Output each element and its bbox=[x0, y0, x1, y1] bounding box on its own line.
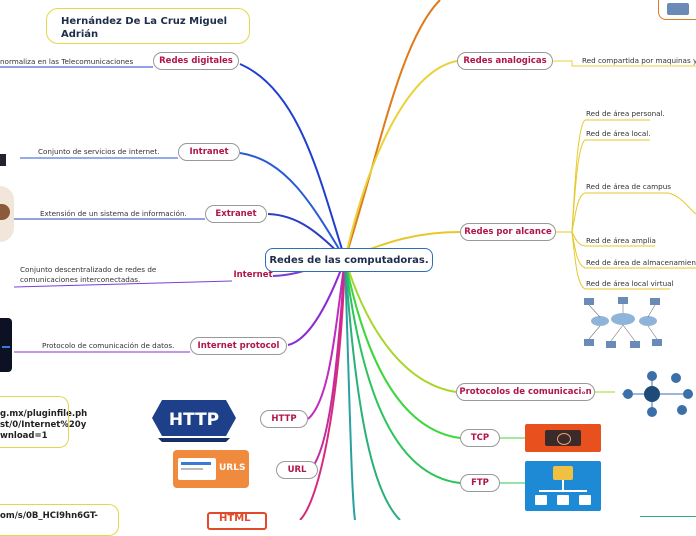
note-extranet: Extensión de un sistema de información. bbox=[40, 209, 187, 218]
note-internet-line2: comunicaciones interconectadas. bbox=[20, 275, 141, 284]
central-topic[interactable]: Redes de las computadoras. bbox=[265, 248, 433, 272]
branch-redes-analogicas bbox=[344, 60, 458, 260]
node-url[interactable]: URL bbox=[276, 461, 318, 479]
http-link[interactable]: g.mx/pluginfile.ph st/0/Internet%20y wnl… bbox=[0, 409, 87, 442]
author-box[interactable]: Hernández De La Cruz Miguel Adrián bbox=[46, 8, 250, 44]
http-link-line3: wnload=1 bbox=[0, 431, 48, 441]
node-internet-protocol[interactable]: Internet protocol bbox=[190, 337, 287, 355]
branch-bottom-right bbox=[344, 258, 401, 520]
branch-protocolos bbox=[344, 258, 457, 393]
vlan-diagram-image bbox=[580, 295, 666, 357]
branch-tcp bbox=[344, 258, 461, 439]
http-link-box bbox=[0, 396, 69, 448]
branch-redes-digitales bbox=[239, 63, 346, 260]
branch-top bbox=[344, 0, 441, 260]
note-intranet: Conjunto de servicios de internet. bbox=[38, 147, 160, 156]
node-internet[interactable]: Internet bbox=[233, 270, 273, 280]
ftp-image bbox=[525, 461, 601, 511]
protocols-image bbox=[622, 371, 693, 417]
extranet-image bbox=[0, 186, 14, 242]
url-badge-image: URLS bbox=[173, 450, 249, 488]
url-badge-text: URLS bbox=[219, 463, 246, 473]
node-redes-analogicas[interactable]: Redes analogicas bbox=[457, 52, 553, 70]
bottom-right-edge bbox=[640, 516, 696, 521]
intranet-image bbox=[0, 154, 6, 166]
alcance-item-5: Red de área local virtual bbox=[586, 279, 674, 288]
bottom-link[interactable]: om/s/0B_HCI9hn6GT- bbox=[0, 511, 98, 521]
author-name-line1: Hernández De La Cruz Miguel bbox=[61, 16, 228, 27]
note-internet: Conjunto descentralizado de redes de com… bbox=[20, 265, 160, 285]
branch-intranet bbox=[239, 152, 346, 260]
node-extranet[interactable]: Extranet bbox=[205, 205, 267, 223]
branch-ftp bbox=[344, 258, 461, 484]
branch-bottom-left bbox=[299, 258, 346, 520]
http-badge-text: HTTP bbox=[169, 410, 219, 430]
note-internet-protocol: Protocolo de comunicación de datos. bbox=[42, 341, 175, 350]
alcance-item-1: Red de área local. bbox=[586, 129, 651, 138]
html-badge-text: HTML bbox=[219, 513, 251, 524]
alcance-item-2: Red de área de campus bbox=[586, 182, 672, 191]
html-badge-image: HTML bbox=[207, 512, 267, 530]
tcp-image bbox=[525, 424, 601, 452]
author-name-line2: Adrián bbox=[61, 29, 99, 40]
node-tcp[interactable]: TCP bbox=[460, 429, 500, 447]
branch-http bbox=[307, 258, 346, 420]
note-redes-analogicas: Red compartida por maquinas y p bbox=[582, 56, 696, 65]
mind-map-connectors bbox=[0, 0, 696, 520]
http-link-line2: st/0/Internet%20y bbox=[0, 420, 87, 430]
http-link-line1: g.mx/pluginfile.ph bbox=[0, 409, 88, 419]
alcance-item-0: Red de área personal. bbox=[586, 109, 665, 118]
note-redes-digitales: normaliza en las Telecomunicaciones bbox=[0, 57, 134, 66]
note-internet-line1: Conjunto descentralizado de redes de bbox=[20, 265, 157, 274]
node-protocolos[interactable]: Protocolos de comunicaciₒn bbox=[456, 383, 595, 401]
node-http[interactable]: HTTP bbox=[260, 410, 308, 428]
alcance-item-4: Red de área de almacenamiento. bbox=[586, 258, 696, 267]
internet-protocol-image bbox=[0, 318, 12, 372]
node-redes-por-alcance[interactable]: Redes por alcance bbox=[460, 223, 556, 241]
node-intranet[interactable]: Intranet bbox=[178, 143, 240, 161]
top-right-image bbox=[658, 0, 696, 20]
node-redes-digitales[interactable]: Redes digitales bbox=[153, 52, 239, 70]
alcance-item-3: Red de área amplia bbox=[586, 236, 656, 245]
http-badge-image: HTTP bbox=[152, 400, 236, 442]
node-ftp[interactable]: FTP bbox=[460, 474, 500, 492]
